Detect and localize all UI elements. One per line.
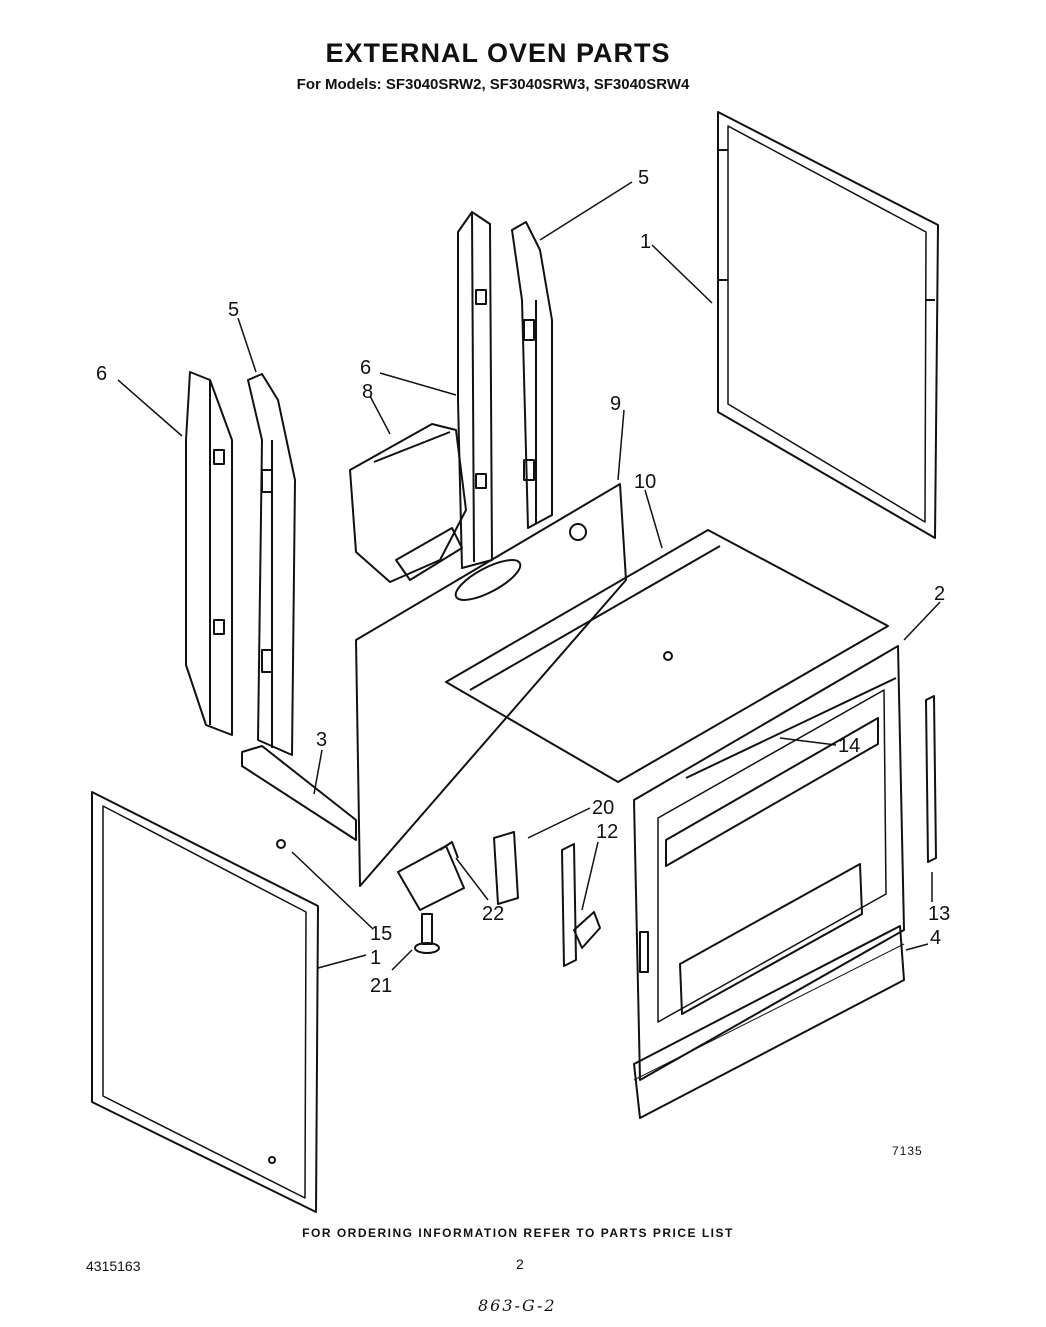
- callout-22: 22: [482, 903, 504, 925]
- drawing-code: 7135: [892, 1144, 923, 1158]
- hinge-bracket-part-12: [561, 843, 601, 967]
- leader-lines: [117, 181, 941, 971]
- callout-12: 12: [596, 821, 618, 843]
- callout-21: 21: [370, 975, 392, 997]
- vent-duct-part-8: [349, 423, 467, 583]
- callout-6-right: 6: [360, 357, 371, 379]
- callout-1-bottom: 1: [370, 947, 381, 969]
- page-title: EXTERNAL OVEN PARTS: [325, 38, 671, 68]
- callout-14: 14: [838, 735, 860, 757]
- bracket-part-20: [493, 831, 519, 905]
- callout-3: 3: [316, 729, 327, 751]
- callout-9: 9: [610, 393, 621, 415]
- back-panel-part-9: [355, 483, 627, 887]
- kick-plate-part-4: [633, 925, 905, 1119]
- page-number: 2: [516, 1256, 524, 1272]
- leveling-bracket-part-22: [397, 841, 465, 911]
- callout-10: 10: [634, 471, 656, 493]
- side-rail-part-6-left: [185, 371, 233, 736]
- callout-13: 13: [928, 903, 950, 925]
- side-panel-part-1: [91, 791, 319, 1213]
- front-frame-part-2: [633, 645, 905, 1081]
- document-number: 4315163: [86, 1258, 141, 1274]
- callout-4: 4: [930, 927, 941, 949]
- callout-numbers: 5 1 5 6 6 8 9 10 2 3 14 20 12 13 4 15 22…: [96, 167, 950, 997]
- callout-2: 2: [934, 583, 945, 605]
- strip-part-14: [685, 677, 897, 779]
- front-strip-part-3: [241, 745, 357, 841]
- leveling-leg-part-21: [414, 913, 440, 954]
- callout-5-right: 5: [638, 167, 649, 189]
- rear-panel-part-1: [717, 111, 939, 539]
- callout-20: 20: [592, 797, 614, 819]
- screw-part-15: [276, 839, 286, 849]
- callout-1-top: 1: [640, 231, 651, 253]
- front-rail-part-5-right: [511, 221, 553, 529]
- handwritten-note: 863-G-2: [478, 1296, 557, 1315]
- front-rail-part-5-left: [247, 373, 296, 756]
- callout-5-left: 5: [228, 299, 239, 321]
- callout-15: 15: [370, 923, 392, 945]
- floor-panel-part-10: [445, 529, 889, 783]
- trim-strip-part-13: [925, 695, 937, 863]
- models-subtitle: For Models: SF3040SRW2, SF3040SRW3, SF30…: [296, 76, 690, 93]
- ordering-note: FOR ORDERING INFORMATION REFER TO PARTS …: [302, 1226, 734, 1240]
- callout-6-left: 6: [96, 363, 107, 385]
- callout-8: 8: [362, 381, 373, 403]
